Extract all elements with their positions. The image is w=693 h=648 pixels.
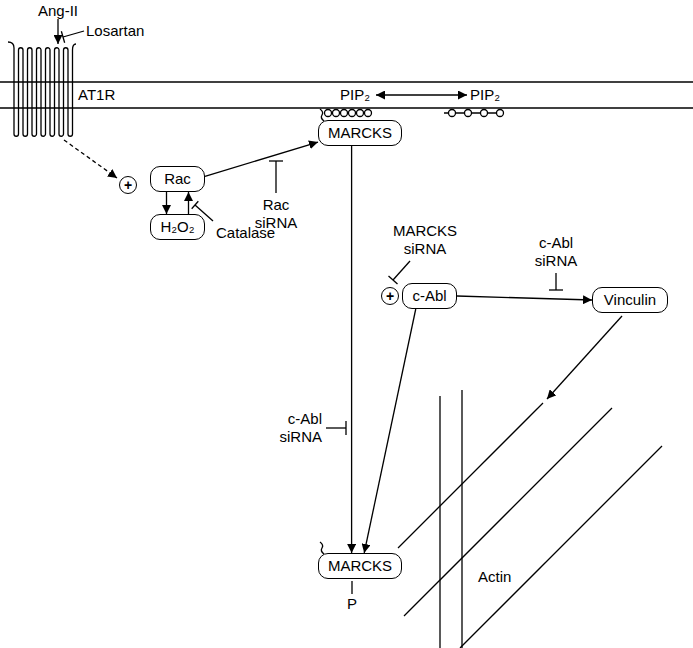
receptor-symbol xyxy=(8,42,76,136)
protein-box: Vinculin xyxy=(592,287,668,313)
signal-arrow xyxy=(166,192,167,214)
inhibition-line xyxy=(393,261,410,280)
inhibition-bar xyxy=(269,160,283,161)
reagent-label: c-Abl siRNA xyxy=(530,234,582,270)
activation-circle: + xyxy=(119,176,137,194)
lipid-symbol xyxy=(497,110,504,117)
phosphate-link xyxy=(351,581,352,594)
activation-circle: + xyxy=(381,287,399,305)
reagent-label: Catalase xyxy=(216,224,275,242)
inhibition-line xyxy=(326,427,346,428)
lipid-symbol xyxy=(449,110,456,117)
ligand-label: Ang-II xyxy=(38,2,78,20)
signal-arrow xyxy=(205,142,318,176)
node-text: MARCKS xyxy=(328,124,392,142)
inhibition-bar xyxy=(61,31,64,43)
activation-arrow xyxy=(547,316,622,399)
signal-arrow xyxy=(457,296,592,300)
actin-filament xyxy=(439,396,440,648)
structure-label: Actin xyxy=(478,568,511,586)
lipid-label: PIP₂ xyxy=(340,86,370,104)
node-text: + xyxy=(386,289,394,303)
lipid-label: PIP₂ xyxy=(470,86,500,104)
inhibition-line xyxy=(555,273,556,290)
activation-arrow xyxy=(57,19,58,44)
lipid-symbol xyxy=(341,110,348,117)
actin-filament xyxy=(460,446,662,648)
protein-box: MARCKS xyxy=(318,120,402,146)
myristoyl-tail xyxy=(320,109,324,121)
lipid-symbol xyxy=(365,110,372,117)
actin-filament xyxy=(398,403,543,548)
lipid-symbol xyxy=(333,110,340,117)
phosphate-label: P xyxy=(347,595,357,613)
node-text: Rac xyxy=(164,170,191,188)
receptor-label: AT1R xyxy=(78,86,115,104)
myristoyl-tail xyxy=(320,542,324,554)
inhibition-bar xyxy=(345,421,346,435)
inhibition-line xyxy=(275,161,276,193)
membrane-line xyxy=(0,107,693,108)
inhibition-bar xyxy=(549,289,563,290)
protein-box: c-Abl xyxy=(402,283,457,309)
actin-filament xyxy=(404,408,612,616)
node-text: MARCKS xyxy=(328,557,392,575)
lipid-symbol xyxy=(357,110,364,117)
signal-arrow xyxy=(351,146,352,553)
node-text: c-Abl xyxy=(412,287,446,305)
reagent-label: c-Abl siRNA xyxy=(274,410,322,446)
phospho-protein-box: MARCKS xyxy=(318,553,402,579)
node-text: Vinculin xyxy=(604,291,656,309)
lipid-symbol xyxy=(325,110,332,117)
membrane-line xyxy=(0,81,693,82)
protein-box: Rac xyxy=(150,166,205,192)
molecule-box: H₂O₂ xyxy=(150,214,205,240)
node-text: H₂O₂ xyxy=(160,218,194,236)
inhibition-line xyxy=(63,31,84,37)
reagent-label: MARCKS siRNA xyxy=(390,222,460,258)
inhibition-bar xyxy=(192,201,199,208)
signal-arrow xyxy=(188,192,189,214)
node-text: + xyxy=(124,178,132,192)
lipid-symbol xyxy=(481,110,488,117)
drug-label: Losartan xyxy=(86,22,144,40)
signal-arrow xyxy=(364,309,416,553)
actin-filament xyxy=(461,390,462,648)
lipid-symbol xyxy=(465,110,472,117)
dashed-arrow xyxy=(64,140,117,178)
inhibition-bar xyxy=(389,276,398,284)
lipid-symbol xyxy=(349,110,356,117)
exchange-arrow xyxy=(376,94,467,95)
